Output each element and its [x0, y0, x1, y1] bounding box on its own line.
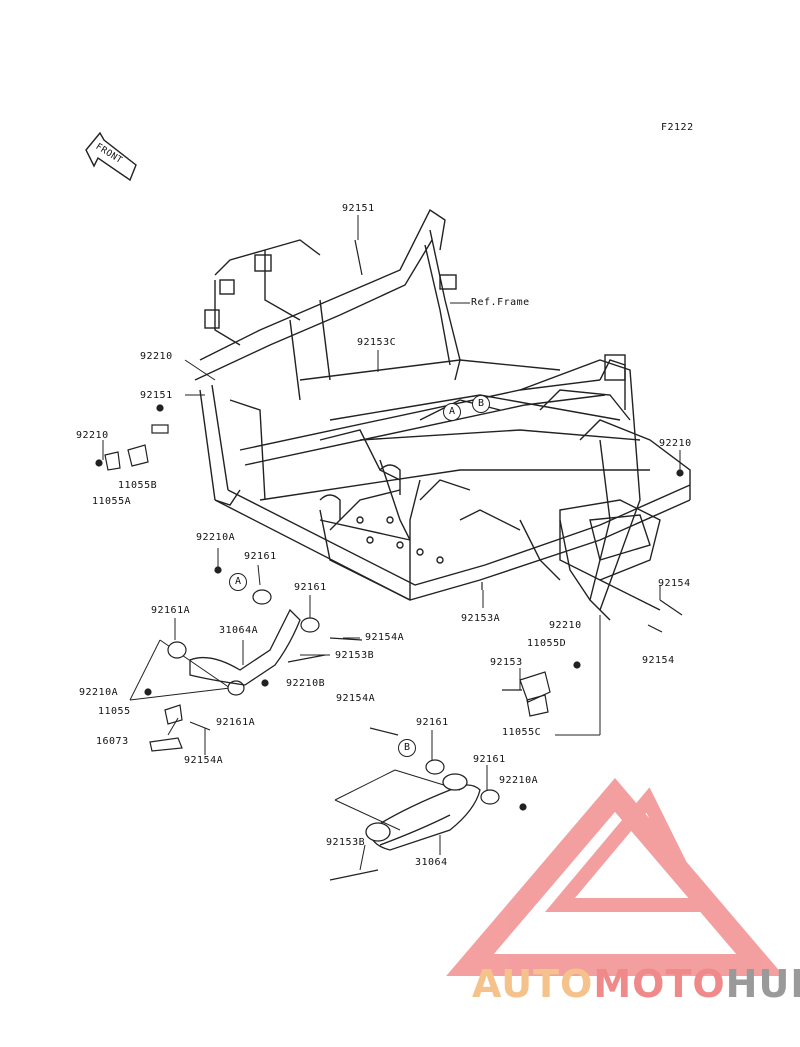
watermark-moto: MOTO [593, 962, 726, 1006]
part-label: 92161 [473, 754, 506, 765]
part-label: 92153B [326, 837, 366, 848]
part-label: 92154A [365, 632, 405, 643]
part-label: 92151 [140, 390, 173, 401]
part-label: 92210 [76, 430, 109, 441]
part-label: 92161 [416, 717, 449, 728]
part-label: 92161A [151, 605, 191, 616]
watermark-hub: HUB [725, 962, 800, 1006]
part-label: 92153A [461, 613, 501, 624]
part-label: 92161A [216, 717, 256, 728]
reference-marker-b-tube: B [398, 739, 416, 757]
part-label: 92210 [140, 351, 173, 362]
part-label: 11055B [118, 480, 158, 491]
watermark-logo-text: AUTOMOTOHUB [472, 962, 800, 1006]
ref-frame-label: Ref.Frame [471, 297, 530, 308]
frame-structure [194, 208, 691, 621]
logo-triangle-icon [446, 778, 784, 976]
part-label: 11055A [92, 496, 132, 507]
hardware-parts [95, 239, 684, 881]
part-label: 92153 [490, 657, 523, 668]
part-label: 92210B [286, 678, 326, 689]
part-label: 11055C [502, 727, 542, 738]
part-label: 92210A [196, 532, 236, 543]
reference-marker-a-frame: A [443, 403, 461, 421]
part-label: 31064 [415, 857, 448, 868]
part-label: 11055 [98, 706, 131, 717]
brackets [149, 671, 551, 752]
part-label: 92153B [335, 650, 375, 661]
part-label: 92210A [79, 687, 119, 698]
part-label: 11055D [527, 638, 567, 649]
part-label: 92161 [244, 551, 277, 562]
part-label: 92151 [342, 203, 375, 214]
part-label: 92210 [549, 620, 582, 631]
part-label: 92210 [659, 438, 692, 449]
part-label: 31064A [219, 625, 259, 636]
figure-code: F2122 [661, 122, 694, 133]
bushings [167, 589, 500, 805]
part-label: 92154A [184, 755, 224, 766]
watermark-auto: AUTO [472, 962, 594, 1006]
part-label: 92161 [294, 582, 327, 593]
part-label: 92154 [658, 578, 691, 589]
part-label: 92154 [642, 655, 675, 666]
cross-tubes [189, 608, 481, 851]
part-label: 16073 [96, 736, 129, 747]
front-arrow-icon [85, 131, 137, 182]
part-label: 92210A [499, 775, 539, 786]
reference-marker-b-frame: B [472, 395, 490, 413]
part-label: 92154A [336, 693, 376, 704]
reference-marker-a-tube: A [229, 573, 247, 591]
part-label: 92153C [357, 337, 397, 348]
